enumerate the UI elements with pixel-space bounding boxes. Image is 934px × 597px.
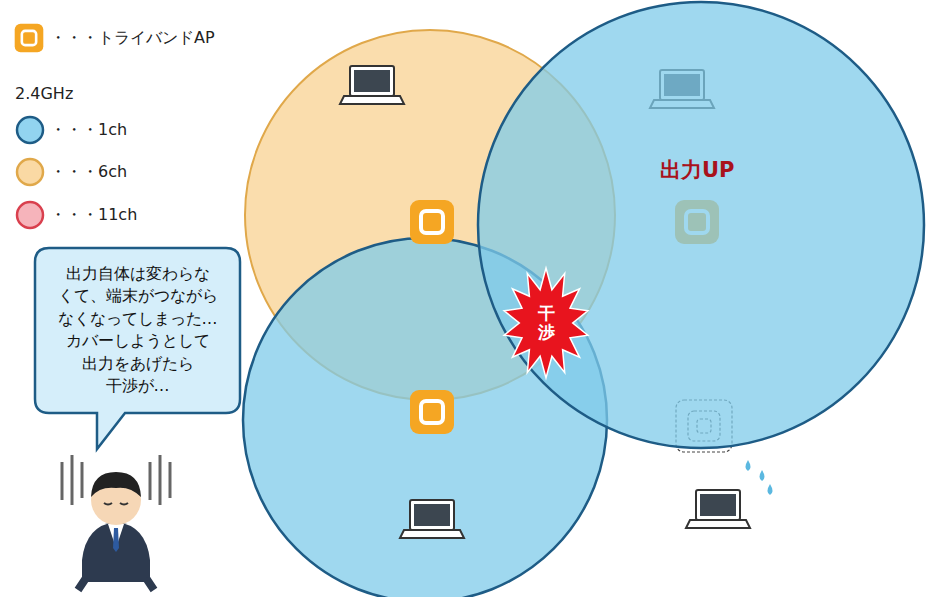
node-text: 干渉 — [538, 304, 555, 341]
laptop — [686, 490, 750, 528]
laptop — [400, 500, 464, 538]
laptop — [650, 70, 714, 108]
access-point — [410, 200, 454, 244]
access-point — [410, 390, 454, 434]
legend-text: ・・・トライバンドAP — [50, 28, 215, 49]
coverage-1ch — [243, 238, 607, 597]
sweat-drops — [746, 460, 773, 495]
legend-swatch — [20, 162, 40, 182]
node-text: 出力自体は変わらな くて、端末がつながら なくなってしまった… カバーしようとし… — [49, 263, 227, 397]
legend-circle — [17, 159, 43, 185]
interference-burst: 干渉 — [503, 268, 589, 378]
legend-swatch — [20, 205, 40, 225]
person — [62, 455, 170, 590]
legend-text: ・・・6ch — [50, 162, 127, 183]
access-point — [675, 200, 719, 244]
node-text: 出力UP — [660, 156, 734, 184]
legend-swatch — [20, 120, 40, 140]
speech-bubble: 出力自体は変わらな くて、端末がつながら なくなってしまった… カバーしようとし… — [35, 248, 240, 413]
legend-circle — [17, 117, 43, 143]
laptop — [340, 66, 404, 104]
weak-signal — [676, 400, 732, 452]
legend-text: ・・・11ch — [50, 205, 137, 226]
legend-circle — [17, 202, 43, 228]
band-label: 2.4GHz — [15, 84, 73, 103]
coverage-circle-outline — [476, 0, 926, 450]
legend-text: ・・・1ch — [50, 120, 127, 141]
coverage-circle: 出力UP — [476, 0, 926, 450]
